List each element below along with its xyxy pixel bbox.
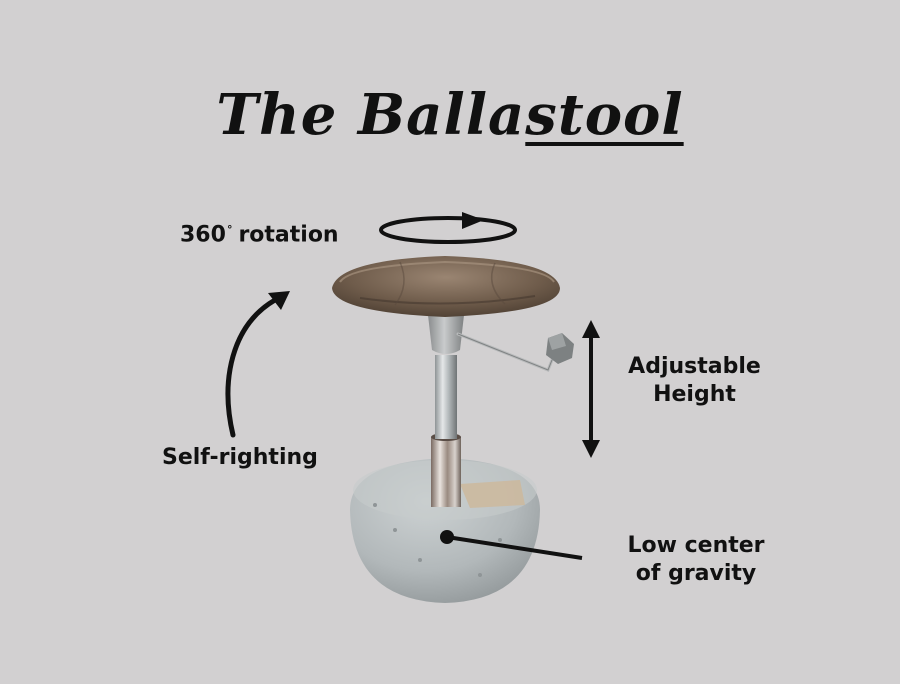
rotation-number: 360 [180, 222, 226, 248]
adjustable-height-label: Adjustable Height [612, 353, 777, 409]
height-label-line-1: Adjustable [628, 354, 761, 379]
seat-neck [428, 315, 464, 354]
lower-sleeve [431, 437, 461, 507]
title-part-2-underlined: stool [525, 82, 684, 148]
seat-cushion [332, 256, 560, 317]
telescoping-pole [435, 355, 457, 439]
self-righting-arrow-icon [225, 291, 290, 438]
page-title: The Ballastool [0, 82, 900, 148]
low-center-of-gravity-label: Low center of gravity [610, 532, 782, 588]
low-label-line-2: of gravity [635, 561, 757, 586]
rotation-word: rotation [238, 222, 339, 248]
rotation-label: 360° rotation [180, 216, 339, 249]
low-label-line-1: Low center [627, 533, 765, 558]
self-righting-label: Self-righting [162, 445, 318, 470]
rotation-arrow-icon [379, 212, 517, 244]
height-double-arrow-icon [582, 320, 600, 458]
height-label-line-2: Height [653, 382, 736, 407]
center-of-gravity-pointer [440, 530, 583, 560]
title-part-1: The Balla [216, 82, 526, 148]
height-lever [456, 332, 574, 372]
degree-symbol: ° [226, 223, 233, 236]
